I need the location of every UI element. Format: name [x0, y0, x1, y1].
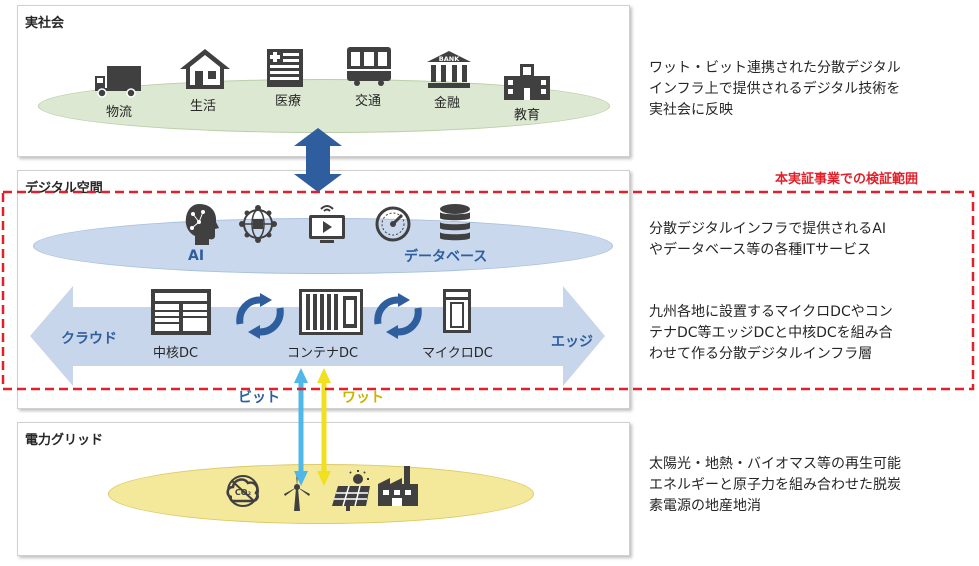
co2-free-icon: CO₂ [226, 475, 259, 507]
bank-icon: BANK [427, 51, 471, 88]
label-core-dc: 中核DC [153, 346, 199, 361]
description-line: 素電源の地産地消 [649, 498, 761, 514]
bank-sign-text: BANK [439, 55, 460, 63]
scope-label: 本実証事業での検証範囲 [775, 172, 919, 187]
sync-cycle-icon [374, 293, 422, 339]
ai-head-icon [185, 204, 219, 245]
description-line: 実社会に反映 [649, 102, 733, 118]
container-dc-icon [299, 289, 363, 335]
truck-icon [95, 66, 141, 98]
core-dc-icon [151, 289, 211, 335]
video-monitor-icon [309, 205, 345, 243]
description-real-world: ワット・ビット連携された分散デジタル インフラ上で提供されるデジタル技術を 実社… [649, 58, 979, 121]
sync-cycle-icon [236, 293, 284, 339]
description-grid: 太陽光・地熱・バイオマス等の再生可能 エネルギーと原子力を組み合わせた脱炭 素電… [649, 454, 979, 517]
power-grid-ellipse [108, 464, 534, 524]
description-services: 分散デジタルインフラで提供されるAI やデータベース等の各種ITサービス [649, 219, 979, 261]
label-education: 教育 [514, 108, 541, 123]
hospital-icon [267, 49, 303, 87]
house-icon [180, 49, 230, 89]
database-icon [440, 204, 470, 241]
label-finance: 金融 [434, 96, 461, 111]
real-world-title: 実社会 [25, 16, 65, 31]
label-transport: 交通 [355, 94, 382, 109]
power-grid-title: 電力グリッド [25, 433, 104, 448]
label-container-dc: コンテナDC [287, 346, 359, 361]
description-line: ワット・ビット連携された分散デジタル [649, 60, 901, 76]
label-edge: エッジ [551, 334, 593, 350]
solar-panel-icon [332, 470, 370, 511]
wind-turbine-icon [284, 472, 310, 511]
description-line: やデータベース等の各種ITサービス [649, 242, 871, 258]
digital-space-title: デジタル空間 [25, 181, 103, 196]
label-database: データベース [404, 249, 488, 265]
description-line: エネルギーと原子力を組み合わせた脱炭 [649, 477, 901, 493]
label-cloud: クラウド [61, 331, 117, 347]
description-line: 九州各地に設置するマイクロDCやコン [649, 304, 893, 320]
description-line: インフラ上で提供されるデジタル技術を [649, 81, 901, 97]
label-micro-dc: マイクロDC [422, 346, 493, 361]
micro-dc-icon [443, 289, 471, 333]
description-line: 太陽光・地熱・バイオマス等の再生可能 [649, 456, 901, 472]
label-life: 生活 [190, 99, 217, 114]
power-plant-icon [378, 466, 418, 506]
network-globe-icon [239, 205, 277, 243]
train-icon [347, 47, 391, 86]
description-line: テナDC等エッジDCと中核DCを組み合 [649, 325, 893, 341]
label-watt: ワット [342, 390, 384, 406]
label-bit: ビット [238, 390, 280, 406]
school-icon [504, 64, 550, 100]
label-ai: AI [188, 248, 205, 264]
label-medical: 医療 [275, 94, 302, 109]
co2-text: CO₂ [235, 488, 252, 497]
description-line: 分散デジタルインフラで提供されるAI [649, 221, 887, 237]
description-infra: 九州各地に設置するマイクロDCやコン テナDC等エッジDCと中核DCを組み合 わ… [649, 302, 979, 365]
speedometer-icon [375, 206, 411, 242]
description-line: わせて作る分散デジタルインフラ層 [649, 346, 873, 362]
label-logistics: 物流 [106, 105, 133, 120]
